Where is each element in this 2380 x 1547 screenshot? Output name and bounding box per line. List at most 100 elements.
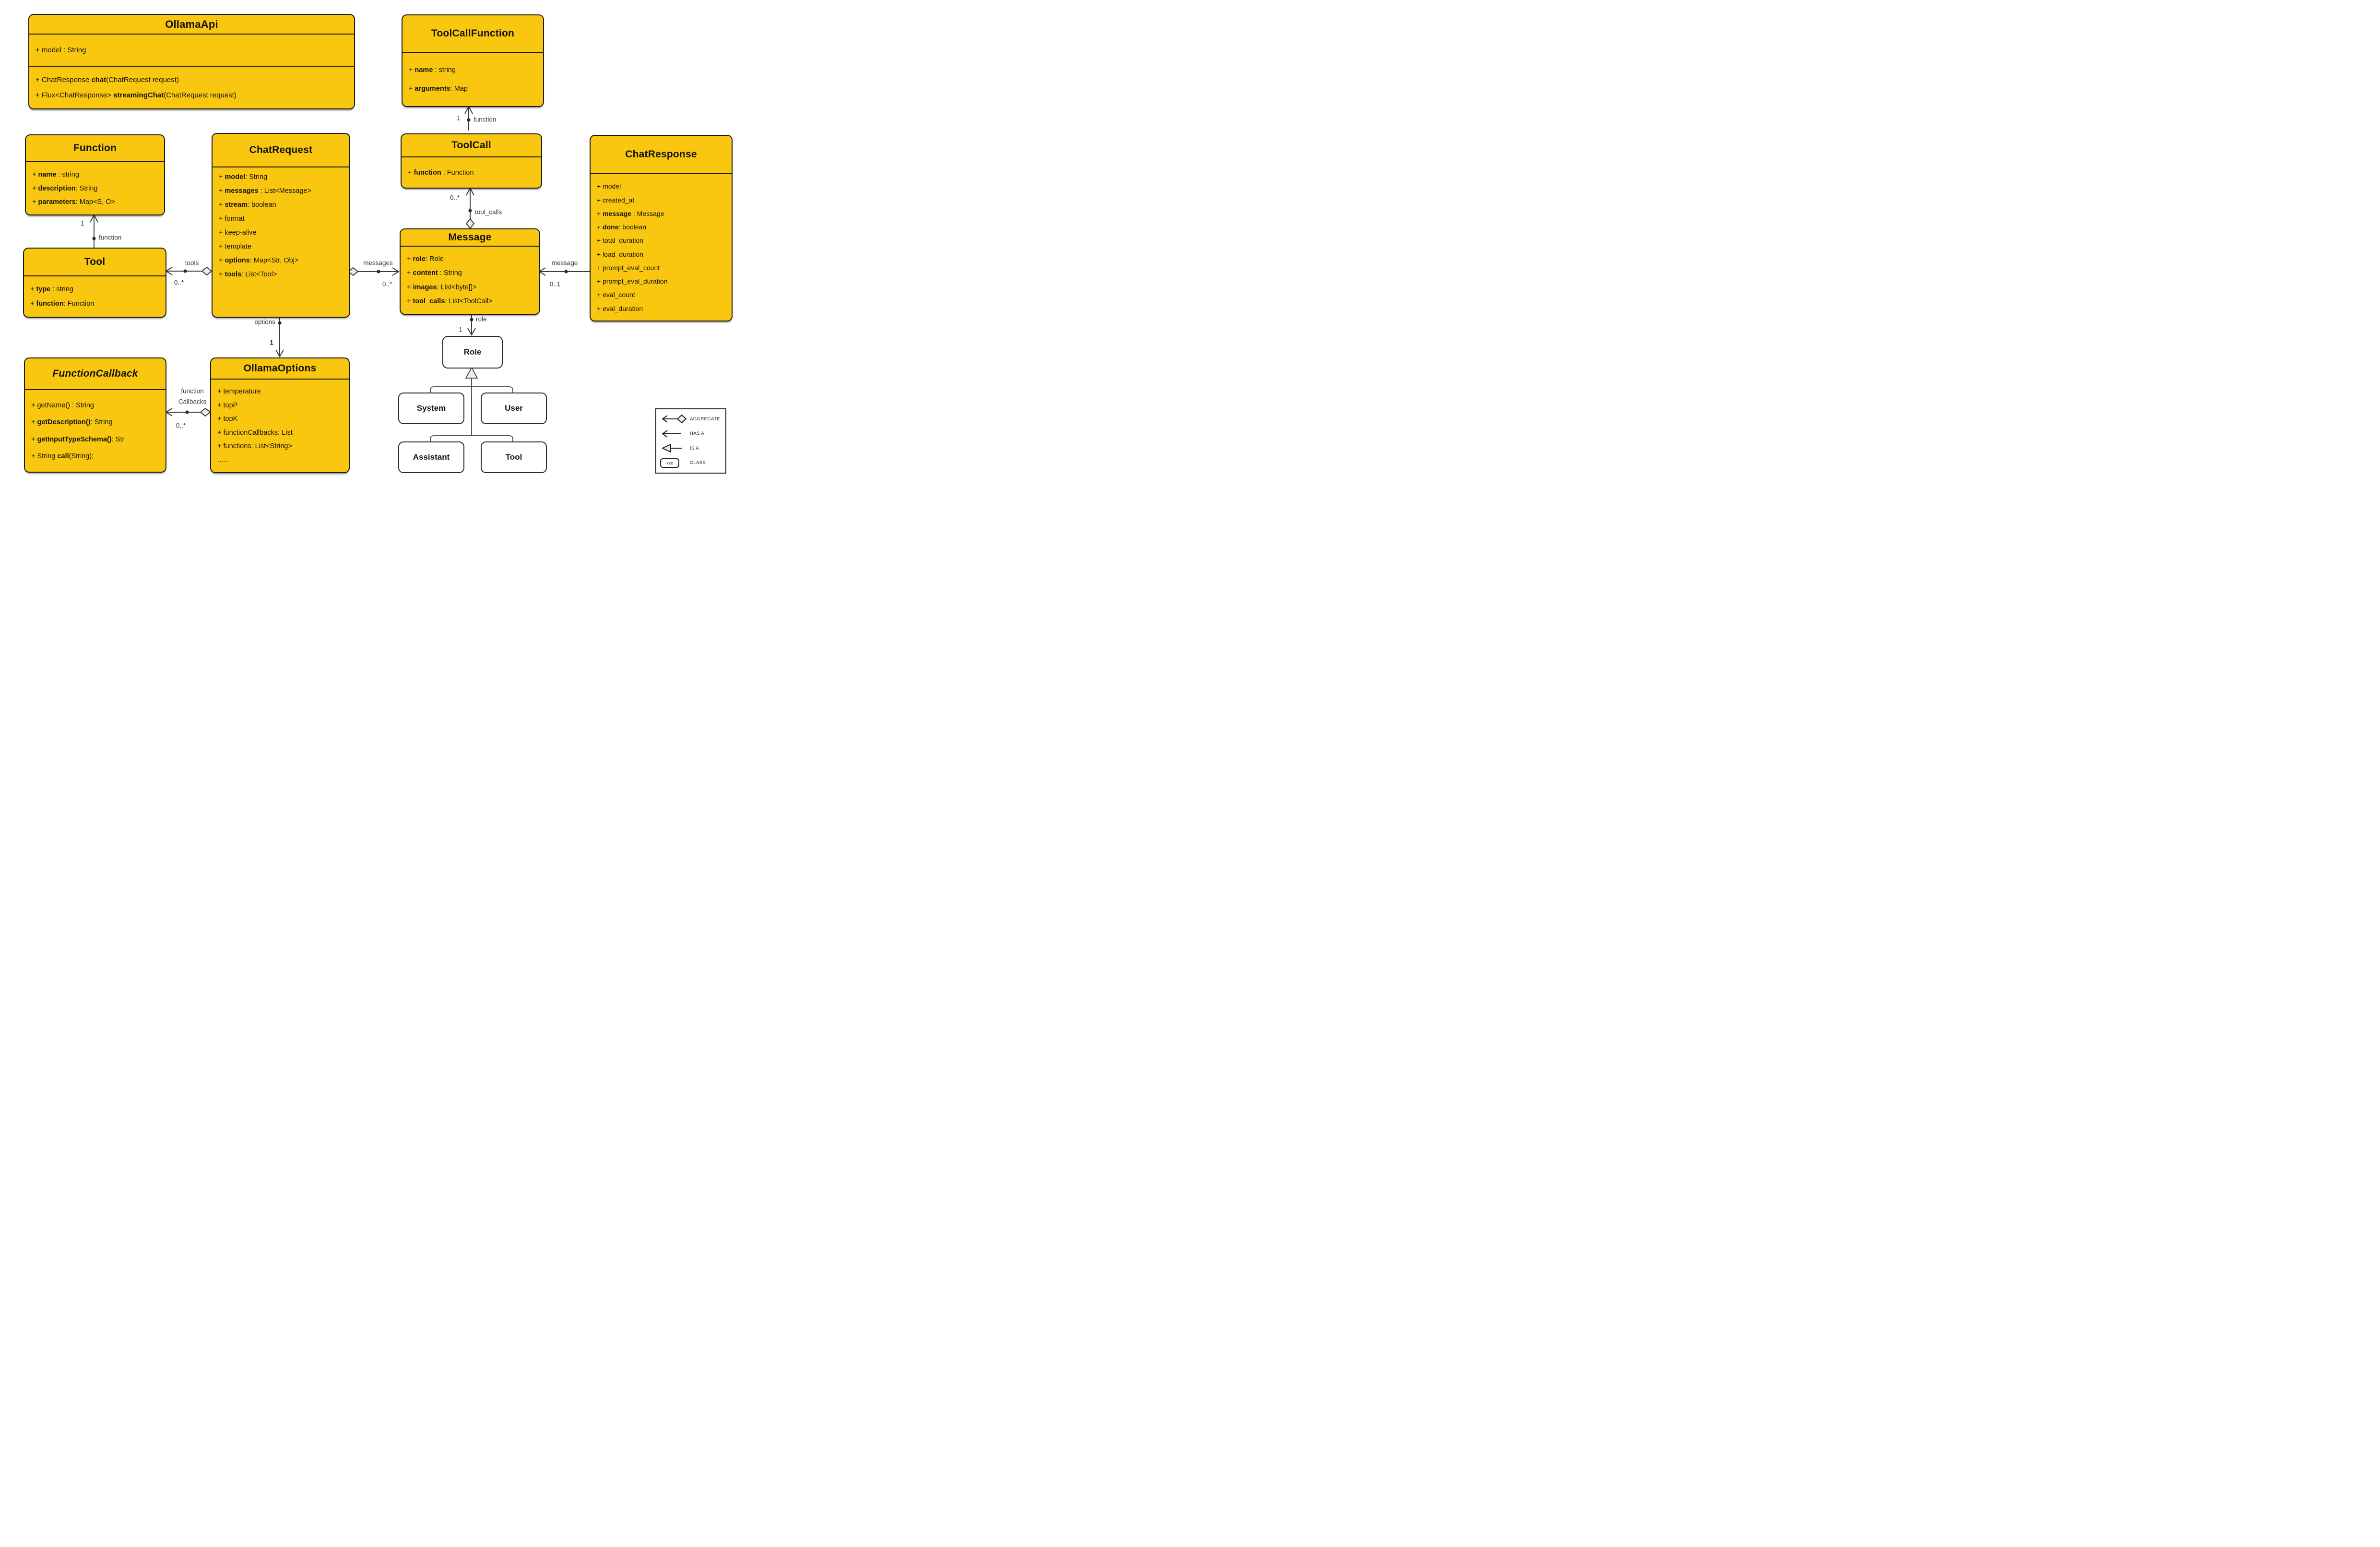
anchor-dot [377, 270, 380, 274]
member-line: + messages : List<Message> [219, 187, 312, 195]
attributes-section: + role: Role+ content : String+ images: … [401, 246, 539, 314]
class-box-assistant: Assistant [398, 441, 464, 473]
class-box-chatrequest: ChatRequest + model: String+ messages : … [212, 133, 350, 318]
member-line: + parameters: Map<S, O> [32, 198, 115, 206]
class-title: OllamaOptions [243, 363, 317, 374]
class-title: Message [448, 232, 492, 243]
anchor-dot [92, 237, 96, 240]
attributes-section: + model : String [29, 34, 354, 66]
methods-section: + ChatResponse chat(ChatRequest request)… [29, 66, 354, 108]
tree-branch-system [430, 386, 472, 393]
has-a-arrowhead [392, 267, 400, 276]
relation-toolcall-function [464, 105, 473, 131]
legend-label: HAS A [690, 431, 704, 437]
anchor-dot [564, 270, 568, 274]
member-line: + String call(String); [31, 452, 94, 460]
legend-row-has-a: HAS A [656, 427, 725, 440]
uml-class-diagram: OllamaApi + model : String + ChatRespons… [0, 0, 739, 480]
member-line: + prompt_eval_duration [597, 277, 668, 286]
legend-label: CLASS [690, 460, 706, 466]
class-title: System [416, 404, 446, 413]
attributes-section: + function : Function [402, 156, 541, 188]
member-line: + tools: List<Tool> [219, 271, 277, 278]
class-box-ollamaapi: OllamaApi + model : String + ChatRespons… [28, 14, 355, 109]
member-line: + keep-alive [219, 229, 257, 237]
attributes-section: + model+ created_at+ message : Message+ … [591, 173, 732, 321]
relationship-lines-layer [90, 105, 590, 441]
member-line: + prompt_eval_count [597, 263, 660, 272]
class-title: Tool [505, 452, 522, 462]
class-title: Assistant [413, 452, 450, 462]
member-line: + stream: boolean [219, 201, 276, 209]
attributes-section: + type : string+ function: Function [24, 275, 166, 317]
anchor-dot [185, 410, 189, 414]
relation-tool-function [90, 214, 98, 248]
anchor-dot [468, 209, 472, 213]
message-multiplicity: 0..1 [549, 280, 561, 288]
member-line: + ChatResponse chat(ChatRequest request) [36, 76, 179, 84]
role-multiplicity: 1 [459, 326, 462, 333]
message-label: message [551, 259, 578, 267]
member-line: + model : String [36, 46, 86, 54]
legend-row-class: xxx CLASS [656, 456, 725, 470]
legend-row-aggregate: AGGREGATE [656, 412, 725, 426]
member-line: + eval_duration [597, 304, 643, 312]
relation-function-callbacks [165, 407, 211, 417]
function-callbacks-multiplicity: 0..* [176, 422, 186, 429]
tree-branch-tool [472, 435, 513, 441]
member-line: + topK [217, 415, 238, 423]
member-line: + arguments: Map [409, 85, 468, 93]
member-line: + total_duration [597, 237, 643, 245]
class-box-functioncallback: FunctionCallback + getName() : String+ g… [24, 357, 166, 473]
tree-branch-assistant [430, 435, 472, 441]
member-line: + done: boolean [597, 223, 647, 231]
class-box-chatresponse: ChatResponse + model+ created_at+ messag… [590, 135, 733, 321]
attributes-section: + model: String+ messages : List<Message… [213, 167, 349, 317]
class-title: ChatResponse [625, 149, 697, 160]
member-line: + tool_calls: List<ToolCall> [407, 297, 493, 305]
class-box-user: User [481, 393, 547, 424]
legend-label: AGGREGATE [690, 416, 721, 422]
tool-calls-multiplicity: 0..* [450, 194, 460, 202]
anchor-dot [470, 318, 474, 321]
legend-row-is-a: IS A [656, 441, 725, 455]
class-box-role: Role [442, 336, 503, 369]
attributes-section: + temperature+ topP+ topK+ functionCallb… [211, 379, 349, 472]
member-line: ...... [217, 456, 229, 464]
class-title: User [505, 404, 523, 413]
member-line: + name : string [32, 170, 79, 178]
member-line: + template [219, 243, 252, 250]
tool-calls-label: tool_calls [475, 208, 502, 216]
legend: AGGREGATE HAS A IS A xxx CLASS [655, 408, 726, 474]
is-a-icon [661, 443, 682, 453]
member-line: + temperature [217, 388, 261, 396]
class-box-ollamaoptions: OllamaOptions + temperature+ topP+ topK+… [210, 357, 350, 473]
anchor-dot [467, 118, 471, 122]
member-line: + options: Map<Str, Obj> [219, 257, 299, 264]
legend-label: IS A [690, 445, 699, 451]
class-title: Role [463, 347, 482, 357]
class-title: ToolCallFunction [431, 28, 515, 39]
class-box-function: Function + name : string+ description: S… [25, 134, 165, 215]
anchor-dot [278, 321, 282, 325]
function-callbacks-label-line1: function [181, 387, 204, 395]
tools-label: tools [185, 259, 199, 267]
has-a-icon [662, 429, 681, 438]
tools-multiplicity: 0..* [174, 279, 184, 286]
has-a-arrowhead [275, 349, 284, 358]
member-line: + model [597, 182, 621, 190]
relation-tool-calls [465, 187, 475, 229]
options-label: options [254, 318, 275, 326]
member-line: + message : Message [597, 209, 664, 217]
attributes-section: + name : string+ arguments: Map [403, 52, 543, 106]
member-line: + function : Function [408, 168, 474, 177]
tree-branch-user [472, 386, 513, 393]
is-a-triangle [465, 367, 478, 379]
has-a-arrowhead [467, 328, 476, 336]
member-line: + functionCallbacks: List [217, 428, 293, 437]
member-line: + role: Role [407, 255, 444, 263]
member-line: + functions: List<String> [217, 442, 292, 451]
class-box-toolcall: ToolCall + function : Function [401, 133, 542, 189]
member-line: + description: String [32, 184, 98, 192]
member-line: + getDescription(): String [31, 418, 113, 427]
